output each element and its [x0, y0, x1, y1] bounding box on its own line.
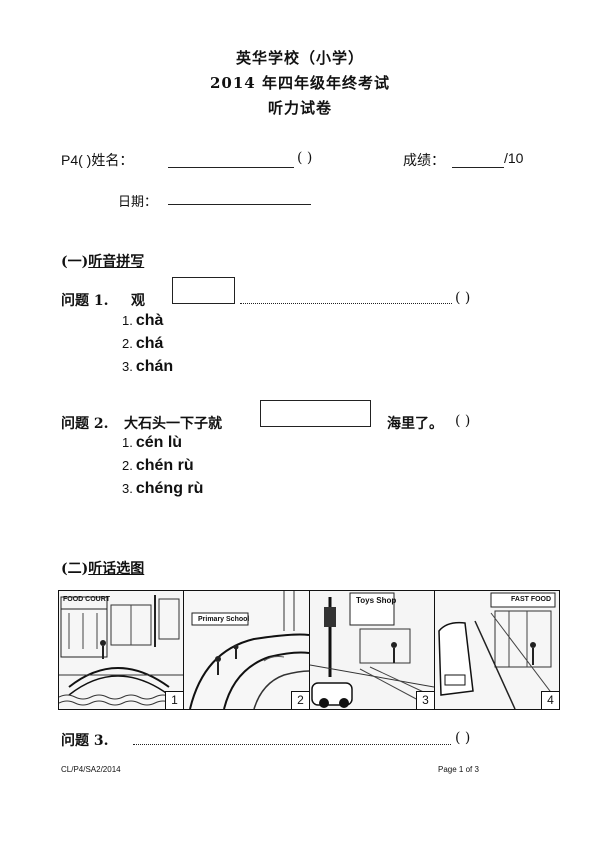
- panel-1-sign: FOOD COURT: [63, 596, 111, 603]
- date-field[interactable]: [168, 204, 311, 205]
- q1-answer-paren[interactable]: ( ): [455, 290, 471, 306]
- panel-4-sign: FAST FOOD: [511, 596, 552, 603]
- panel-2-sign: Primary School: [198, 616, 250, 623]
- q2-option-1: 1.cén lù: [122, 434, 183, 451]
- class-number-paren: ( ): [297, 150, 313, 166]
- q2-label: 问题 2.: [61, 416, 109, 432]
- score-total: /10: [504, 150, 524, 166]
- section2-title: 听话选图: [88, 561, 145, 577]
- paper-title: 听力试卷: [267, 99, 332, 117]
- panel-3-number: 3: [416, 691, 434, 709]
- q2-answer-paren[interactable]: ( ): [455, 413, 471, 429]
- q3-label: 问题 3.: [61, 733, 109, 749]
- food-court-bridge-scene-icon: [59, 591, 183, 709]
- q1-option-2: 2.chá: [122, 335, 164, 352]
- q2-option-3: 3.chéng rù: [122, 480, 204, 497]
- q1-option-3: 3.chán: [122, 358, 174, 375]
- section1-heading: (一)听音拼写: [61, 251, 144, 271]
- score-field[interactable]: [452, 167, 504, 168]
- section1-title: 听音拼写: [88, 254, 145, 270]
- q2-text-before: 大石头一下子就: [124, 416, 222, 432]
- school-road-scene-icon: [184, 591, 309, 709]
- date-label: 日期：: [118, 195, 158, 210]
- q1-option-1: 1.chà: [122, 312, 164, 329]
- footer-page: Page 1 of 3: [438, 765, 479, 774]
- exam-title: 2014 年四年级年终考试: [210, 74, 390, 92]
- q2-text-after: 海里了。: [387, 416, 443, 432]
- q1-dotted-line: [240, 303, 452, 304]
- section1-prefix: (一): [61, 254, 89, 270]
- panel-4-number: 4: [541, 691, 559, 709]
- q2-answer-box[interactable]: [260, 400, 371, 427]
- picture-panel-1[interactable]: FOOD COURT 1: [58, 590, 184, 710]
- section2-heading: (二)听话选图: [61, 558, 144, 578]
- q3-answer-paren[interactable]: ( ): [455, 730, 471, 746]
- picture-panel-3[interactable]: Toys Shop 3: [309, 590, 435, 710]
- panel-1-number: 1: [165, 691, 183, 709]
- panel-3-sign: Toys Shop: [356, 596, 397, 605]
- toy-shop-crossing-scene-icon: [310, 591, 434, 709]
- q1-answer-box[interactable]: [172, 277, 235, 304]
- footer-code: CL/P4/SA2/2014: [61, 765, 121, 774]
- panel-2-number: 2: [291, 691, 309, 709]
- fast-food-street-scene-icon: [435, 591, 559, 709]
- picture-panel-2[interactable]: Primary School 2: [183, 590, 310, 710]
- name-field[interactable]: [168, 167, 294, 168]
- class-name-label: P4( )姓名：: [61, 152, 134, 168]
- q2-option-2: 2.chén rù: [122, 457, 194, 474]
- q1-word: 观: [131, 293, 145, 309]
- q1-label: 问题 1.: [61, 293, 109, 309]
- score-label: 成绩：: [403, 153, 445, 169]
- section2-prefix: (二): [61, 561, 89, 577]
- picture-strip: FOOD COURT 1 Primary School 2: [58, 590, 560, 712]
- school-name: 英华学校（小学）: [235, 49, 364, 67]
- q3-dotted-line: [133, 744, 451, 745]
- picture-panel-4[interactable]: FAST FOOD 4: [434, 590, 560, 710]
